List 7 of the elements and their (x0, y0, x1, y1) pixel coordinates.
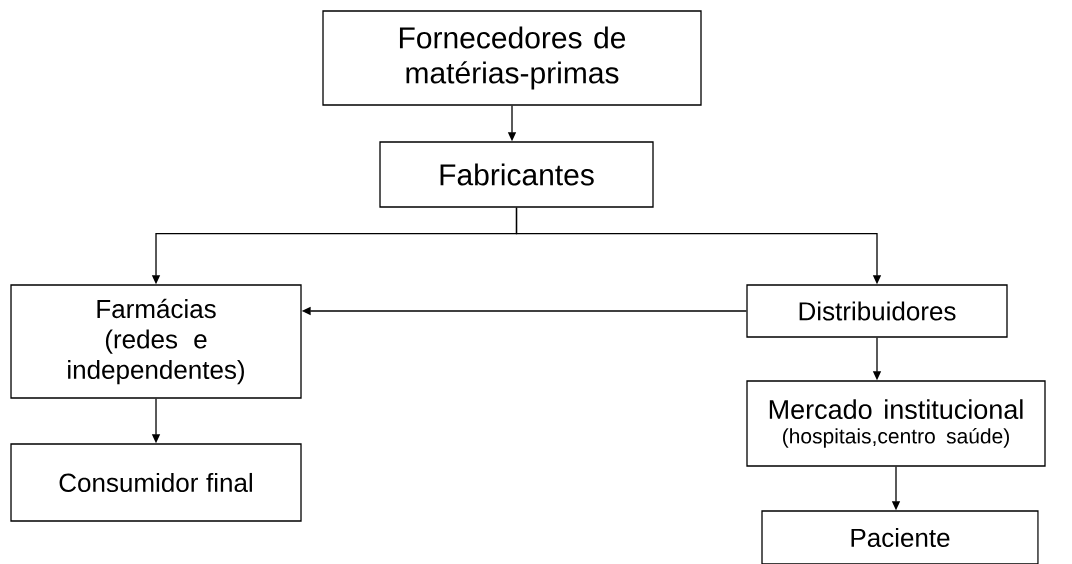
process-box: Farmácias (redes e independentes) (10, 284, 302, 399)
process-box: Fabricantes (379, 141, 654, 208)
process-box: Mercado institucional (hospitais,centro saúde) (746, 380, 1046, 467)
process-box: Fornecedores de matérias-primas (322, 10, 702, 106)
process-box: Consumidor final (10, 443, 302, 522)
process-box: Distribuidores (746, 284, 1008, 338)
process-box: Paciente (761, 510, 1039, 564)
